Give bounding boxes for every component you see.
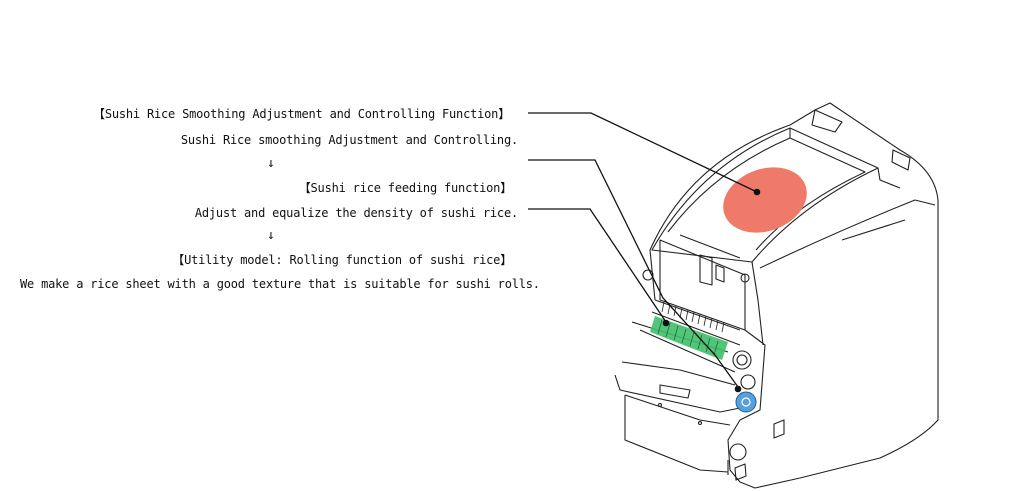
smoothing-function-description: Sushi Rice smoothing Adjustment and Cont… (180, 133, 518, 147)
leader-line-feeding (528, 159, 739, 388)
output-tray (614, 374, 741, 413)
bracket (699, 254, 713, 286)
feeding-roller-highlight (650, 316, 728, 360)
power-switch-1 (734, 463, 747, 481)
side-window (773, 419, 785, 439)
smoothing-function-title: 【Sushi Rice Smoothing Adjustment and Con… (93, 107, 510, 121)
hopper-clip-left (811, 109, 843, 133)
front-housing (624, 395, 729, 473)
tray-handle (659, 384, 691, 399)
hopper-clip-right (891, 149, 911, 171)
hopper-frame (651, 127, 879, 263)
flow-arrow-2: ↓ (267, 228, 275, 243)
roller-teeth (661, 301, 725, 333)
internal-frame (659, 239, 746, 331)
flow-arrow-1: ↓ (267, 156, 275, 171)
control-knob (729, 443, 747, 461)
gear-wheel (732, 350, 752, 370)
feeding-function-title: 【Sushi rice feeding function】 (298, 181, 512, 195)
rolling-knob-highlight (735, 391, 757, 413)
rolling-function-title: 【Utility model: Rolling function of sush… (172, 253, 512, 267)
machine-body-outline (649, 102, 939, 489)
rolling-function-description: We make a rice sheet with a good texture… (20, 277, 540, 291)
leader-line-smoothing (528, 112, 758, 193)
smoothing-area-highlight (723, 167, 807, 233)
feeding-function-description: Adjust and equalize the density of sushi… (194, 206, 518, 220)
leader-line-rolling (528, 208, 667, 323)
